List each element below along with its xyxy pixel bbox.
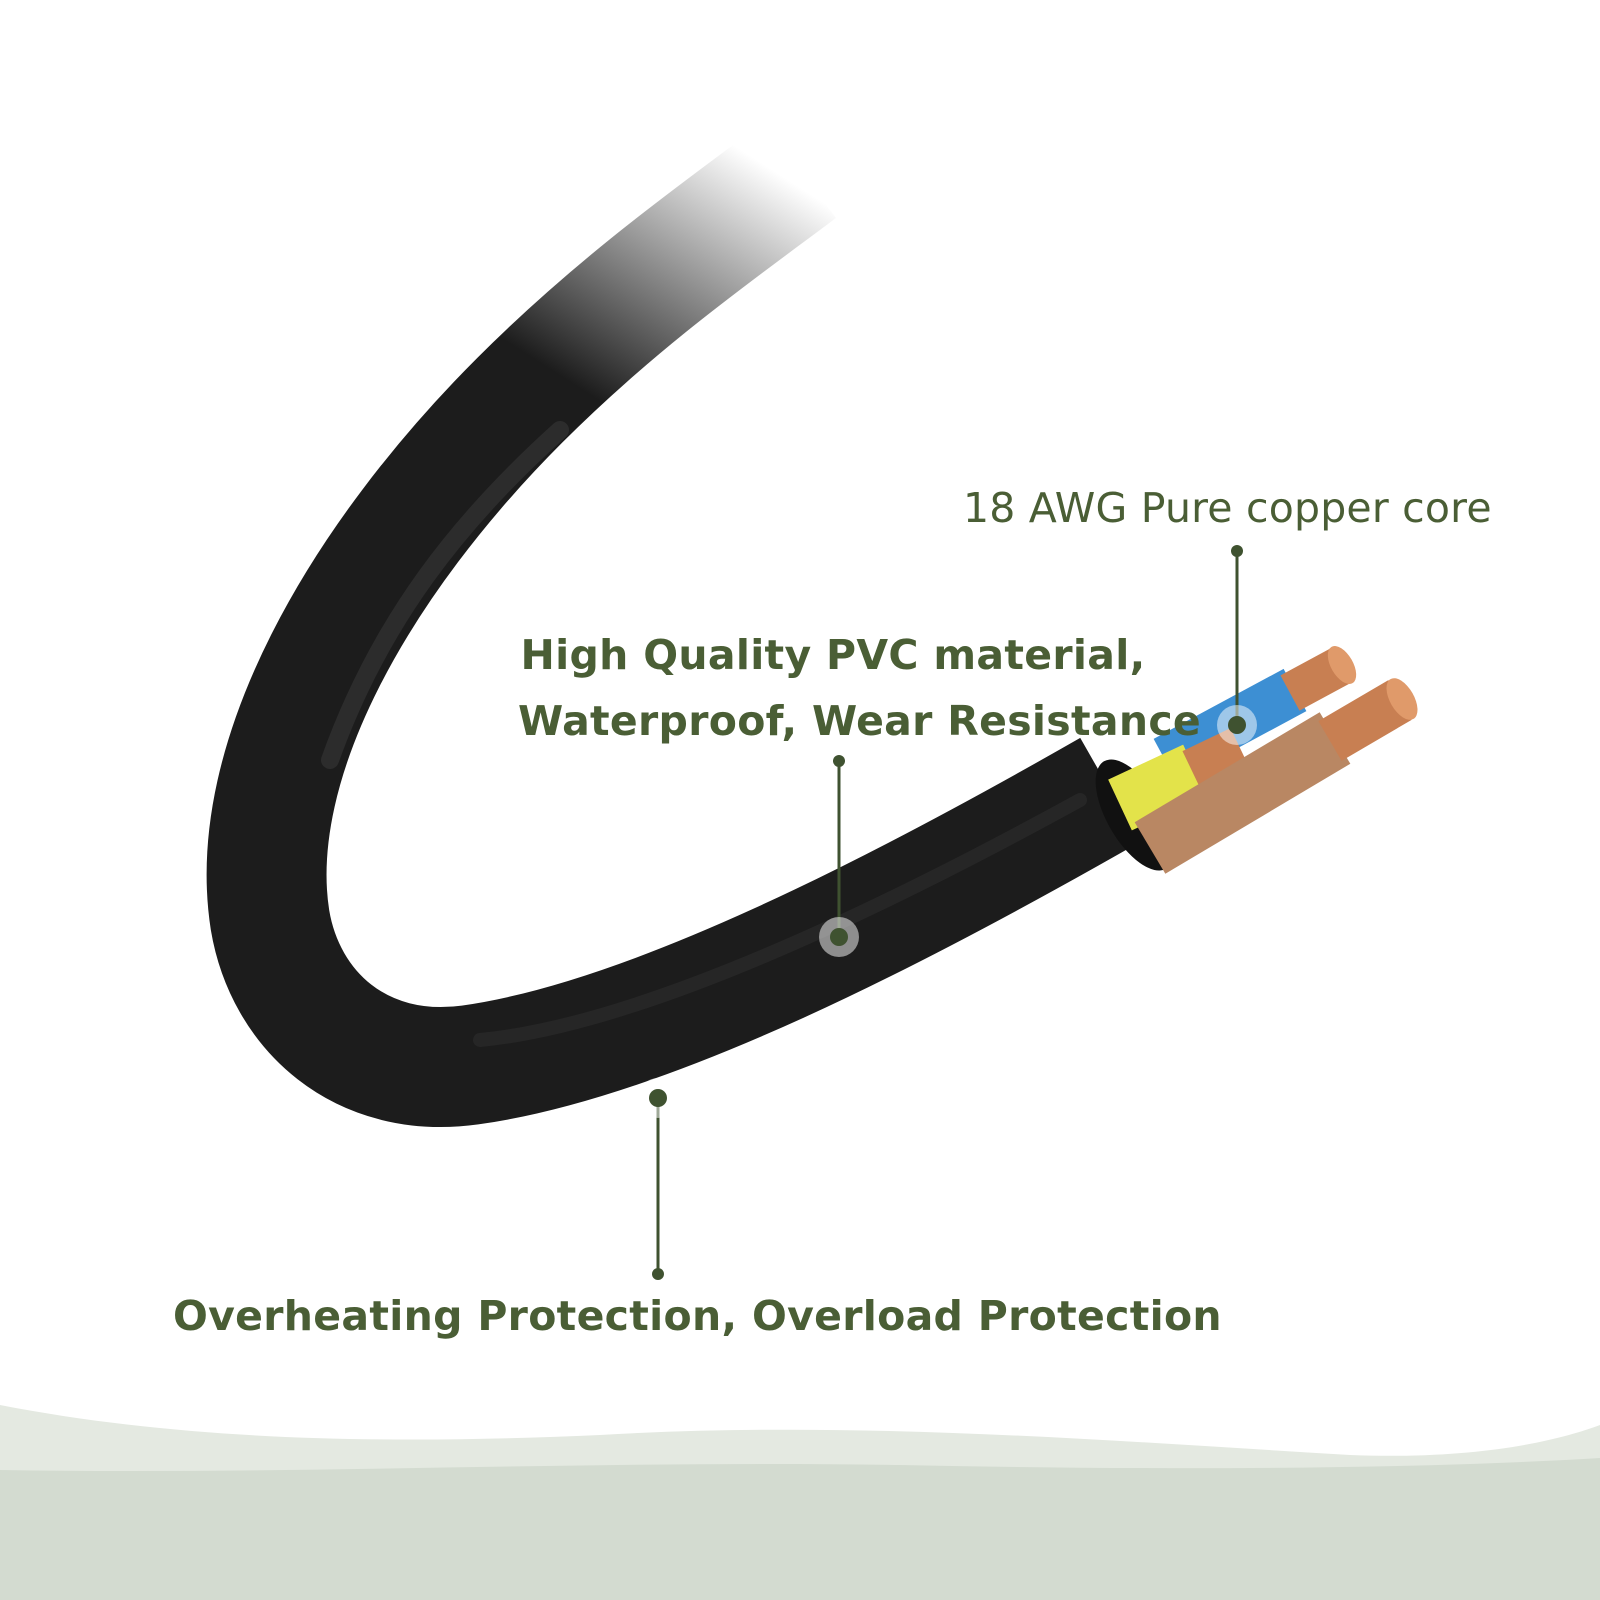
pvc-label-line-2: Waterproof, Wear Resistance (518, 697, 1202, 745)
protection-label: Overheating Protection, Overload Protect… (173, 1292, 1222, 1340)
yellow-wire (1108, 728, 1250, 831)
callout-dot-icon (1217, 545, 1257, 745)
copper-core-label: 18 AWG Pure copper core (963, 484, 1492, 532)
cable-jacket (206, 121, 1140, 1127)
cable-highlight (473, 793, 1087, 1047)
callout-dot-icon (819, 755, 859, 957)
brown-wire (1134, 678, 1418, 874)
ground-band-front (0, 1458, 1600, 1600)
pvc-material-label: High Quality PVC material, Waterproof, W… (518, 622, 1202, 754)
cable-highlight-upper (321, 421, 569, 769)
callout-dot-icon (638, 1078, 678, 1280)
pvc-label-line-1: High Quality PVC material, (520, 631, 1146, 679)
